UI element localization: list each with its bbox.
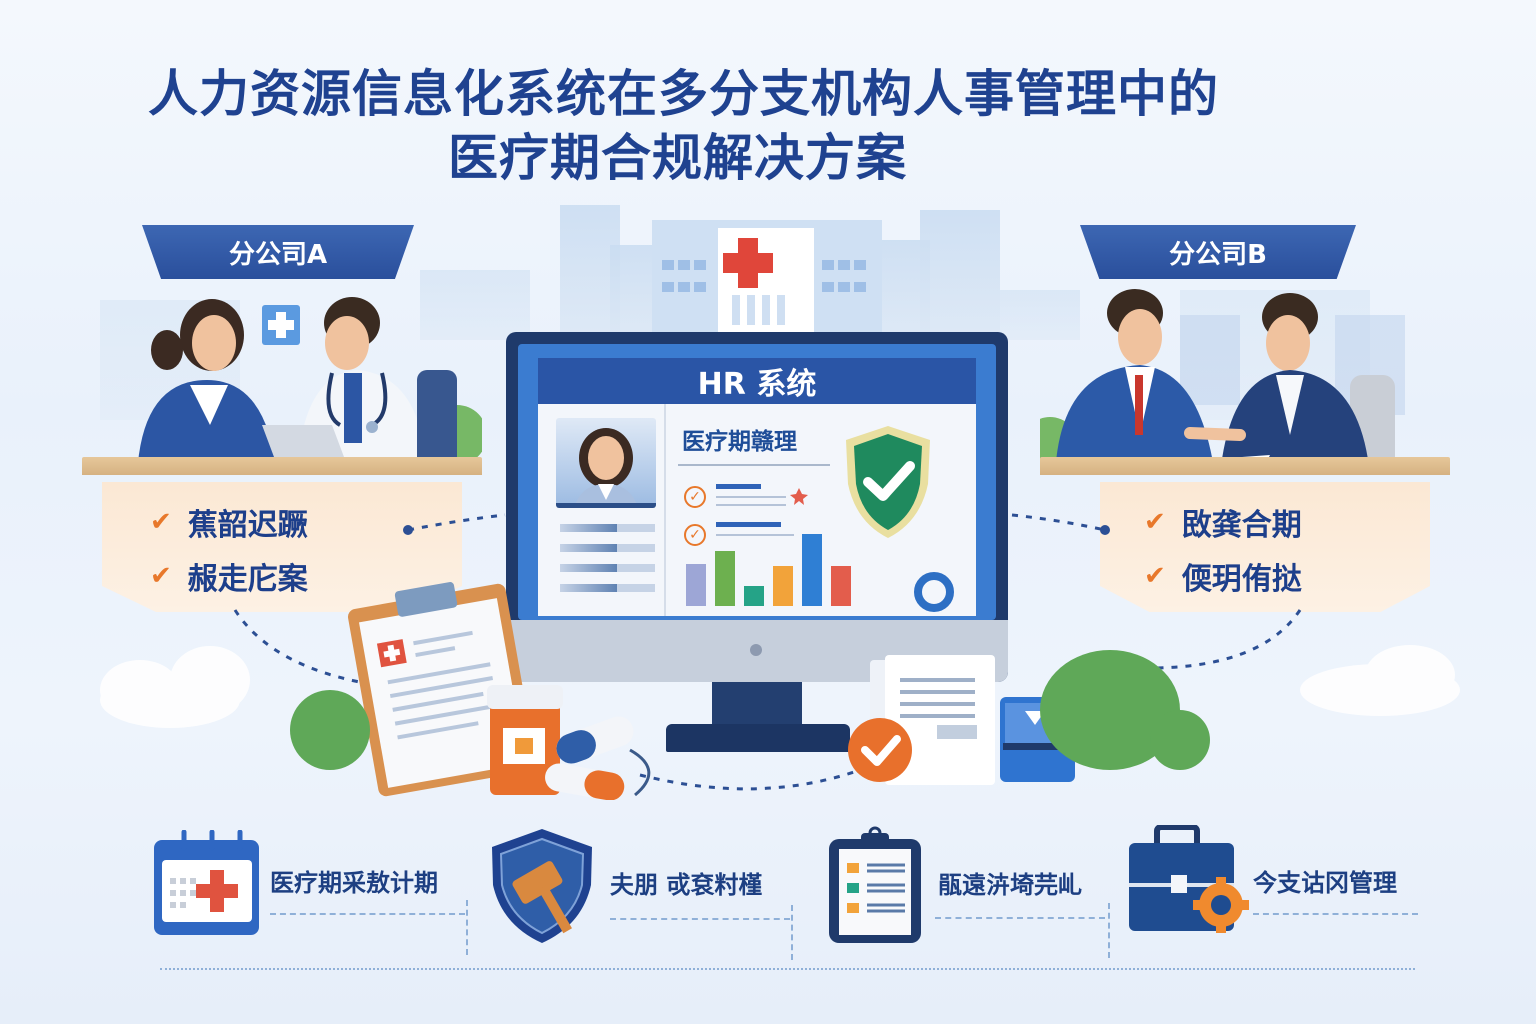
- check-circle-icon: ✓: [684, 524, 706, 546]
- check-icon: ✔: [1144, 507, 1166, 537]
- check-icon: ✔: [1144, 561, 1166, 591]
- donut-chart-icon: [914, 572, 954, 612]
- clipboard-checklist-icon: [829, 826, 921, 943]
- branch-b-bullet: ✔ 偄玥侑挞: [1144, 561, 1302, 597]
- branch-a-ribbon: 分公司A: [142, 225, 414, 279]
- red-flower-icon: [790, 488, 808, 505]
- page-title-line-2: 医疗期合规解决方案: [448, 129, 907, 187]
- feature-branch-management: 今支诂冈管理: [1125, 825, 1425, 940]
- medical-leave-panel-title: 医疗期赣理: [682, 429, 797, 455]
- documents-and-id-card: [848, 655, 1075, 785]
- branch-b-card: ✔ 敃龚合期 ✔ 偄玥侑挞: [1100, 482, 1430, 612]
- greenery-and-clouds: [100, 645, 1460, 770]
- briefcase-gear-icon: [1129, 825, 1249, 933]
- branch-b-ribbon: 分公司B: [1080, 225, 1356, 279]
- branch-b-scene: [1040, 285, 1460, 475]
- woman-and-doctor-illustration: [137, 297, 482, 475]
- page-title-line-1: 人力资源信息化系统在多分支机构人事管理中的: [148, 65, 1219, 123]
- hr-screen: HR 系统 医疗期赣理 ✓: [518, 344, 996, 620]
- branch-a-card: ✔ 蕉韶迟蹶 ✔ 赧走庀案: [102, 482, 462, 612]
- feature-label: 今支诂冈管理: [1253, 869, 1397, 897]
- pill-bottle-and-capsules: [487, 685, 651, 800]
- branch-a-scene: [82, 285, 482, 475]
- check-icon: ✔: [150, 507, 172, 537]
- desk: [82, 457, 482, 475]
- medical-clipboard: [346, 581, 538, 798]
- check-circle-icon: ✓: [684, 486, 706, 508]
- employee-avatar[interactable]: [556, 418, 656, 508]
- branch-b-bullet: ✔ 敃龚合期: [1144, 507, 1302, 543]
- feature-label: 医疗期采敖计期: [270, 869, 438, 897]
- bottom-divider: [160, 968, 1415, 970]
- shield-gavel-icon: [492, 829, 592, 943]
- calendar-medical-icon: [154, 830, 259, 935]
- branch-a-bullet: ✔ 赧走庀案: [150, 561, 308, 597]
- feature-medical-calendar: 医疗期采敖计期: [150, 825, 480, 955]
- check-icon: ✔: [150, 561, 172, 591]
- green-shield-check-icon: [846, 426, 930, 538]
- hospital-red-cross-icon: [662, 238, 866, 325]
- branch-a-bullet: ✔ 蕉韶迟蹶: [150, 507, 308, 543]
- feature-checklist: 瓹遠泋埼芫乢: [820, 825, 1120, 958]
- feature-label: 瓹遠泋埼芫乢: [938, 871, 1082, 899]
- feature-label: 夫朋 戓袞籿槿: [610, 871, 763, 899]
- desk: [1040, 457, 1450, 475]
- hr-system-header: HR 系统: [538, 358, 976, 404]
- feature-legal-compliance: 夫朋 戓袞籿槿: [485, 825, 805, 960]
- bar-chart: [678, 532, 878, 616]
